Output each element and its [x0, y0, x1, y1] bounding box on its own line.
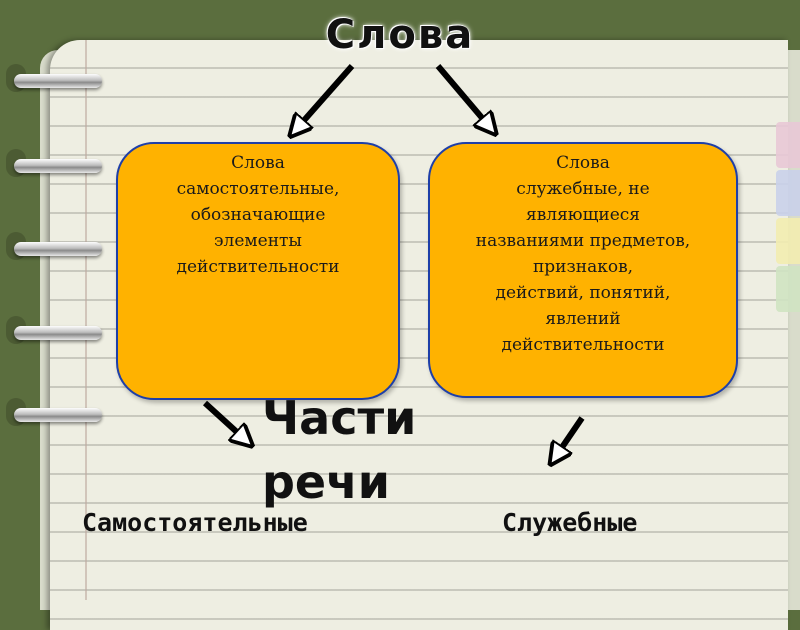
function-label: Служебные — [502, 508, 638, 537]
binder-ring — [14, 74, 102, 88]
page-tab — [776, 266, 800, 312]
page-tab — [776, 218, 800, 264]
binder-ring — [14, 242, 102, 256]
independent-words-box: Слова самостоятельные, обозначающие элем… — [116, 142, 400, 400]
function-words-box: Слова служебные, не являющиеся названиям… — [428, 142, 738, 398]
page-tab — [776, 122, 800, 168]
parts-of-speech-heading: Части речи — [262, 391, 417, 509]
independent-label: Самостоятельные — [82, 508, 308, 537]
diagram-title: Слова — [325, 12, 475, 58]
margin-line — [85, 40, 87, 600]
binder-ring — [14, 326, 102, 340]
binder-ring — [14, 159, 102, 173]
slide: Слова Слова самостоятельные, обозначающи… — [6, 12, 800, 630]
binder-ring — [14, 408, 102, 422]
page-tab — [776, 170, 800, 216]
